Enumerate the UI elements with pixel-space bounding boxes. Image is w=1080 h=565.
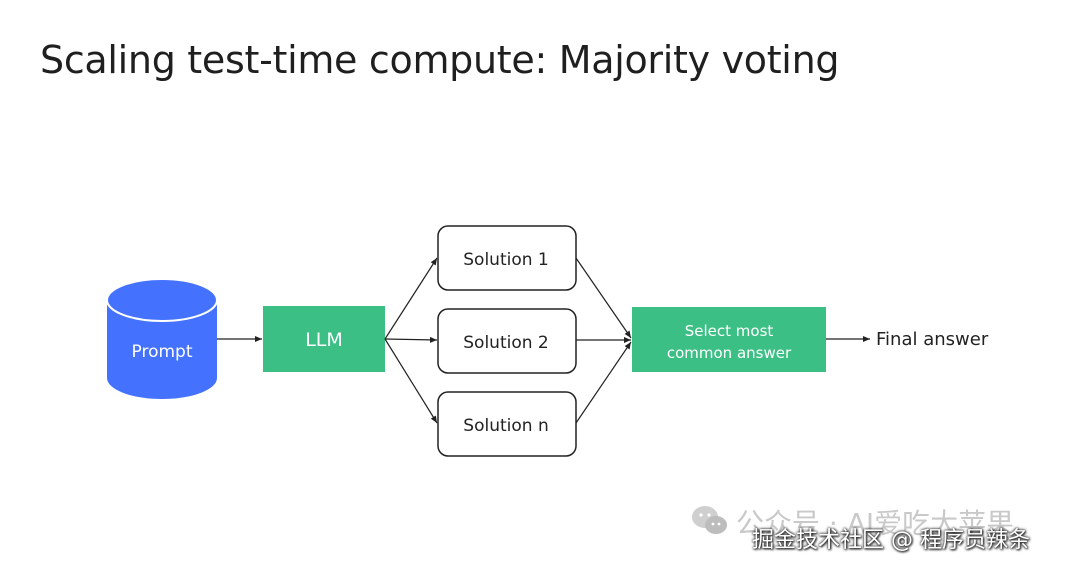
solution-n-label: Solution n bbox=[463, 416, 548, 436]
solution-1-node: Solution 1 bbox=[437, 225, 577, 291]
selector-label-line-1: Select most bbox=[685, 322, 774, 340]
llm-to-solution-n-arrow bbox=[384, 338, 438, 424]
solution-2-label: Solution 2 bbox=[463, 333, 548, 353]
solution-2-node: Solution 2 bbox=[437, 308, 577, 374]
solution-n-node: Solution n bbox=[437, 391, 577, 457]
llm-to-solution-1-arrow bbox=[384, 257, 438, 340]
page-title: Scaling test-time compute: Majority voti… bbox=[40, 38, 840, 82]
final-answer-label: Final answer bbox=[876, 329, 989, 350]
watermark-front-text: 掘金技术社区 @ 程序员辣条 bbox=[752, 528, 1030, 553]
watermark: 公众号 · AI爱吃大苹果 掘金技术社区 @ 程序员辣条 bbox=[690, 500, 1075, 560]
selector-label-line-2: common answer bbox=[667, 344, 792, 362]
wechat-icon bbox=[692, 506, 727, 534]
solution-n-to-selector-arrow bbox=[575, 341, 632, 424]
prompt-label: Prompt bbox=[132, 342, 193, 362]
selector-node: Select most common answer bbox=[632, 307, 826, 372]
llm-node: LLM bbox=[263, 306, 385, 372]
solution-1-to-selector-arrow bbox=[575, 257, 632, 339]
llm-to-solution-2-arrow bbox=[384, 336, 438, 343]
prompt-node: Prompt bbox=[106, 278, 218, 399]
solution-1-label: Solution 1 bbox=[463, 250, 548, 270]
watermark-back-text: 公众号 · AI爱吃大苹果 bbox=[736, 507, 1015, 540]
llm-label: LLM bbox=[305, 329, 343, 351]
